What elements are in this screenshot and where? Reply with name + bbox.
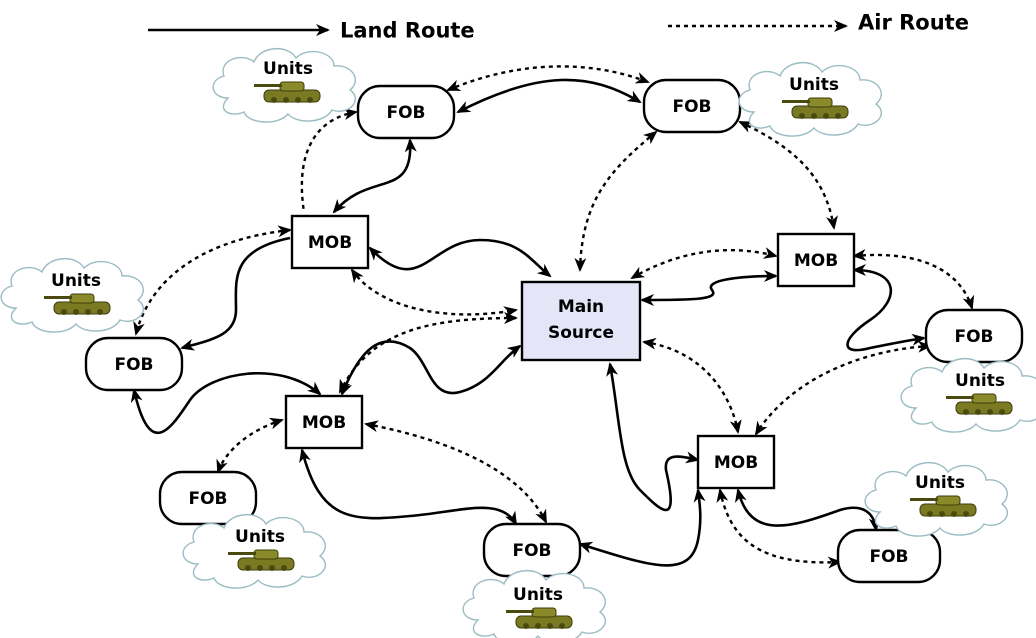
legend-land-label: Land Route [340,18,475,42]
main-source-label-line2: Source [548,323,614,343]
land-route [340,340,522,396]
units-cloud: Units [462,569,607,638]
units-cloud: Units [900,357,1036,433]
air-route [133,225,292,336]
air-route [300,108,358,213]
units-cloud: Units [182,513,327,589]
fob-label: FOB [869,547,908,567]
fob-node[interactable]: FOB [356,84,456,140]
land-route [299,448,518,526]
air-route [754,340,932,436]
fob-node[interactable]: FOB [482,522,582,578]
land-route [578,488,706,567]
land-route [180,236,291,351]
fob-label: FOB [386,103,425,123]
land-route [640,270,778,306]
units-label: Units [513,585,563,605]
units-label: Units [51,271,101,291]
air-route [716,488,842,569]
mob-node[interactable]: MOB [290,214,370,270]
air-route [738,120,838,230]
land-route [606,362,700,512]
units-label: Units [235,527,285,547]
main-source-node[interactable]: Main Source [520,280,642,362]
mob-node[interactable]: MOB [696,434,776,490]
fob-label: FOB [954,327,993,347]
units-cloud: Units [864,461,1009,537]
air-route [216,417,284,474]
units-label: Units [789,75,839,95]
legend: Land Route Air Route [148,10,969,42]
fob-node[interactable]: FOB [84,336,184,392]
land-route [846,264,926,352]
units-label: Units [955,371,1005,391]
mob-node[interactable]: MOB [776,232,856,288]
fob-label: FOB [188,489,227,509]
mob-label: MOB [302,413,346,433]
units-cloud: Units [0,257,145,333]
units-label: Units [263,59,313,79]
air-route [852,248,975,310]
land-route [734,488,881,532]
units-cloud: Units [212,47,357,123]
mob-label: MOB [794,251,838,271]
mob-label: MOB [714,453,758,473]
air-route [350,268,518,319]
legend-air-label: Air Route [858,10,969,34]
air-route [642,337,742,434]
fob-node[interactable]: FOB [836,528,942,584]
land-route [332,138,417,214]
mob-label: MOB [308,233,352,253]
air-route [364,420,548,524]
mob-node[interactable]: MOB [284,394,364,450]
fob-label: FOB [512,541,551,561]
fob-label: FOB [114,355,153,375]
units-cloud: Units [738,61,883,137]
land-route [368,238,552,278]
land-route [130,372,322,434]
fob-node[interactable]: FOB [924,308,1024,364]
land-route [456,78,642,114]
main-source-label-line1: Main [558,297,604,317]
fob-node[interactable]: FOB [642,78,742,134]
air-routes [133,65,975,569]
units-label: Units [915,473,965,493]
air-route [574,130,658,272]
air-route [446,65,650,92]
fob-label: FOB [672,97,711,117]
air-route [338,312,518,394]
air-route [630,247,778,280]
